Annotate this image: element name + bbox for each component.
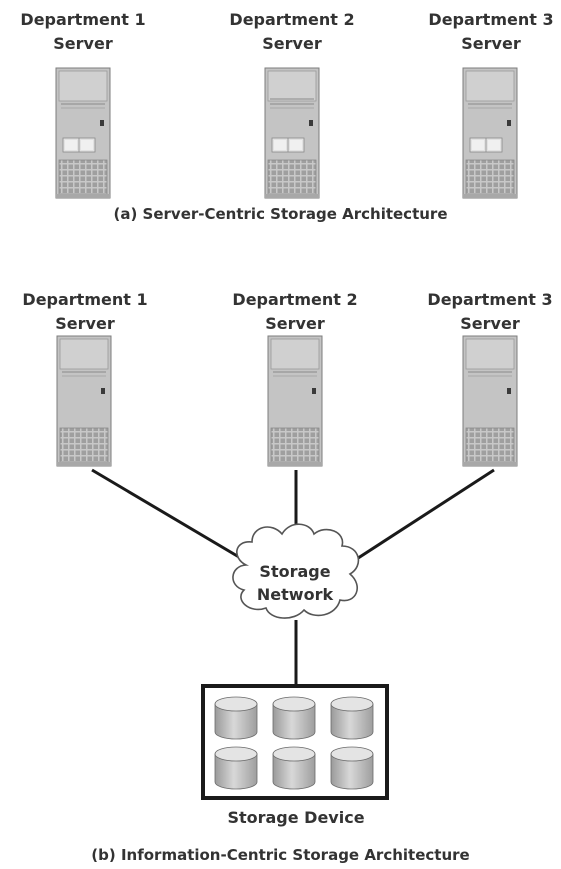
- server-label-line1: Department 1: [22, 290, 148, 309]
- storage-network-cloud-icon: [232, 523, 360, 619]
- server-label-line2: Server: [55, 314, 115, 333]
- server-label-line1: Department 2: [229, 10, 355, 29]
- link-dept1-network: [91, 468, 245, 562]
- server-label-line2: Server: [460, 314, 520, 333]
- server-label-line2: Server: [262, 34, 322, 53]
- network-label-line1: Storage: [259, 562, 331, 581]
- server-tower-icon-b-dept3: [462, 335, 518, 467]
- disk-icon: [330, 746, 374, 790]
- link-dept3-network: [351, 468, 495, 564]
- caption-b: (b) Information-Centric Storage Architec…: [91, 846, 470, 864]
- server-label-b-dept3: Department 3 Server: [427, 288, 552, 336]
- server-label-line1: Department 2: [232, 290, 358, 309]
- server-label-line2: Server: [265, 314, 325, 333]
- network-label-line2: Network: [256, 585, 334, 604]
- server-tower-icon-a-dept3: [463, 68, 517, 198]
- disk-icon: [214, 696, 258, 740]
- storage-network-label: Storage Network: [257, 560, 333, 606]
- server-label-a-dept1: Department 1 Server: [20, 8, 145, 56]
- server-tower-icon-b-dept2: [267, 335, 323, 467]
- server-label-line1: Department 1: [20, 10, 146, 29]
- disk-icon: [272, 696, 316, 740]
- disk-icon: [214, 746, 258, 790]
- server-label-line2: Server: [461, 34, 521, 53]
- disk-icon: [330, 696, 374, 740]
- server-tower-icon-a-dept2: [265, 68, 319, 198]
- caption-a: (a) Server-Centric Storage Architecture: [113, 205, 448, 223]
- server-tower-icon-b-dept1: [56, 335, 112, 467]
- server-label-a-dept2: Department 2 Server: [229, 8, 354, 56]
- storage-device-label: Storage Device: [227, 808, 365, 827]
- server-label-line1: Department 3: [428, 10, 554, 29]
- server-label-line2: Server: [53, 34, 113, 53]
- server-label-b-dept1: Department 1 Server: [22, 288, 147, 336]
- server-label-b-dept2: Department 2 Server: [232, 288, 357, 336]
- server-label-line1: Department 3: [427, 290, 553, 309]
- server-label-a-dept3: Department 3 Server: [428, 8, 553, 56]
- server-tower-icon-a-dept1: [56, 68, 110, 198]
- disk-icon: [272, 746, 316, 790]
